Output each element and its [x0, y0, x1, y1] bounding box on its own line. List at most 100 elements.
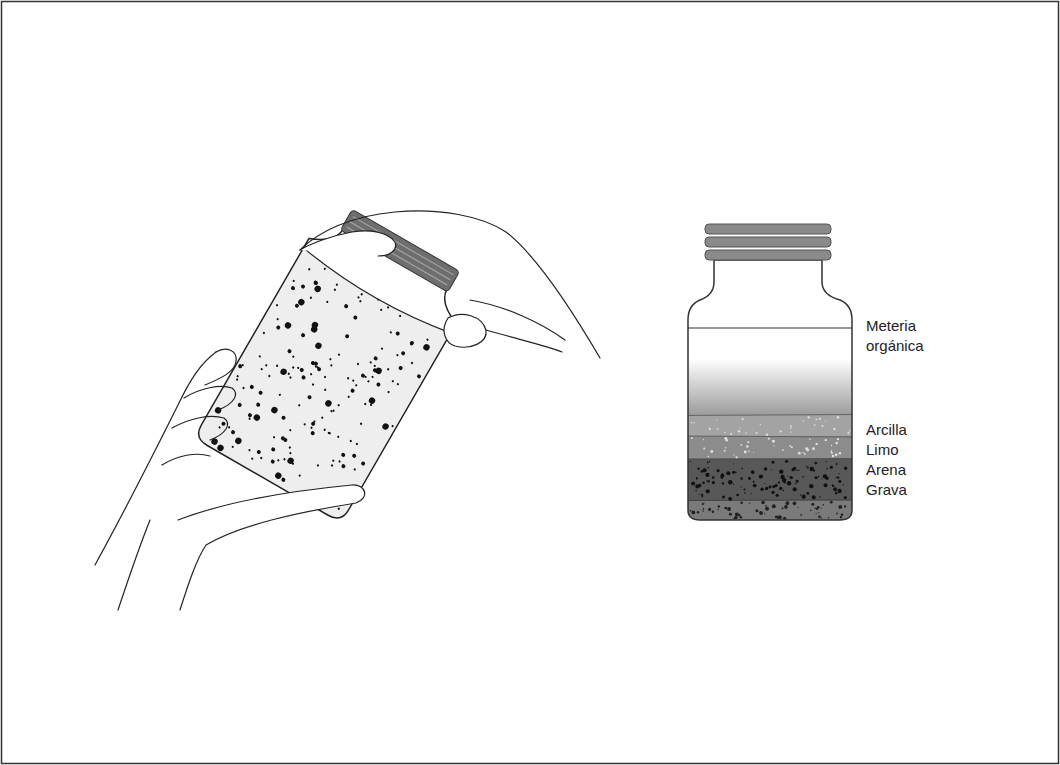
sediment-grain: [716, 419, 717, 420]
sediment-grain: [844, 467, 847, 470]
soil-particle: [281, 415, 286, 420]
sediment-grain: [808, 416, 810, 418]
soil-particle: [330, 364, 333, 367]
sediment-grain: [705, 473, 709, 477]
sediment-grain: [809, 438, 811, 440]
soil-particle: [297, 366, 300, 369]
layer-label: Limo: [866, 440, 1016, 460]
sediment-grain: [815, 418, 817, 420]
soil-particle: [292, 355, 295, 358]
sediment-grain: [772, 440, 775, 443]
sediment-grain: [789, 445, 791, 447]
soil-particle: [287, 372, 290, 375]
soil-particle: [298, 474, 301, 477]
sediment-grain: [690, 510, 691, 511]
sediment-grain: [783, 490, 785, 492]
soil-particle: [399, 314, 402, 317]
soil-particle: [281, 477, 286, 482]
soil-particle: [289, 429, 292, 432]
sediment-grain: [818, 512, 819, 513]
sediment-grain: [806, 466, 807, 467]
soil-particle: [371, 375, 374, 378]
soil-particle: [256, 449, 261, 454]
sediment-grain: [703, 439, 704, 440]
sediment-grain: [718, 505, 720, 507]
soil-particle: [331, 464, 334, 467]
sediment-grain: [828, 517, 829, 518]
soil-particle: [332, 459, 335, 462]
sediment-grain: [741, 486, 742, 487]
soil-particle: [262, 331, 265, 334]
soil-particle: [258, 390, 263, 395]
layer-label: Meteria orgánica: [866, 316, 946, 356]
sediment-grain: [766, 434, 769, 437]
soil-particle: [396, 354, 399, 357]
soil-particle: [373, 364, 376, 367]
sediment-grain: [765, 507, 769, 511]
sediment-grain: [814, 507, 816, 509]
soil-particle: [313, 280, 318, 285]
soil-particle: [391, 425, 394, 428]
soil-particle: [353, 315, 358, 320]
soil-particle: [387, 368, 390, 371]
soil-particle: [289, 376, 292, 379]
sediment-grain: [772, 485, 775, 488]
sediment-grain: [697, 468, 699, 470]
sediment-grain: [740, 516, 743, 519]
sediment-grain: [736, 494, 739, 497]
sediment-grain: [844, 505, 846, 507]
soil-particle: [409, 340, 414, 345]
sediment-grain: [825, 477, 828, 480]
soil-particle: [338, 460, 341, 463]
sediment-grain: [717, 469, 720, 472]
sediment-grain: [753, 481, 755, 483]
soil-particle: [251, 457, 254, 460]
soil-particle: [391, 380, 394, 383]
sediment-grain: [791, 446, 793, 448]
sediment-grain: [738, 430, 740, 432]
soil-particle: [289, 452, 292, 455]
soil-particle: [249, 384, 254, 389]
sediment-grain: [838, 480, 841, 483]
soil-particle: [299, 367, 304, 372]
sediment-grain: [791, 468, 794, 471]
sediment-grain: [717, 509, 718, 510]
sediment-grain: [744, 451, 747, 454]
sediment-grain: [797, 507, 798, 508]
soil-particle: [237, 402, 242, 407]
sediment-grain: [802, 495, 806, 499]
sediment-grain: [777, 516, 780, 519]
soil-particle: [283, 458, 286, 461]
sediment-grain: [691, 437, 693, 439]
sediment-grain: [807, 492, 810, 495]
settled-jar: [680, 224, 860, 525]
sediment-grain: [832, 484, 835, 487]
sediment-grain: [835, 442, 838, 445]
soil-particle: [288, 446, 291, 449]
sediment-grain: [702, 503, 704, 505]
soil-particle: [400, 351, 405, 356]
sediment-grain: [839, 452, 842, 455]
sediment-grain: [748, 450, 750, 452]
sediment-grain: [841, 513, 844, 516]
sediment-grain: [744, 492, 746, 494]
sediment-grain: [776, 494, 779, 497]
sediment-grain: [818, 476, 820, 478]
soil-particle: [258, 355, 261, 358]
soil-particle: [276, 325, 281, 330]
sediment-grain: [751, 493, 752, 494]
sediment-grain: [836, 477, 837, 478]
sediment-grain: [772, 461, 775, 464]
sediment-grain: [844, 496, 847, 499]
soil-particle: [270, 406, 279, 415]
soil-particle: [328, 432, 331, 435]
sediment-grain: [796, 480, 799, 483]
soil-particle: [286, 456, 295, 465]
sediment-grain: [732, 471, 735, 474]
sediment-grain: [782, 507, 784, 509]
soil-particle: [268, 375, 271, 378]
sediment-grain: [703, 448, 705, 450]
sediment-grain: [701, 495, 703, 497]
sediment-grain: [830, 450, 832, 452]
soil-particle: [279, 367, 288, 376]
